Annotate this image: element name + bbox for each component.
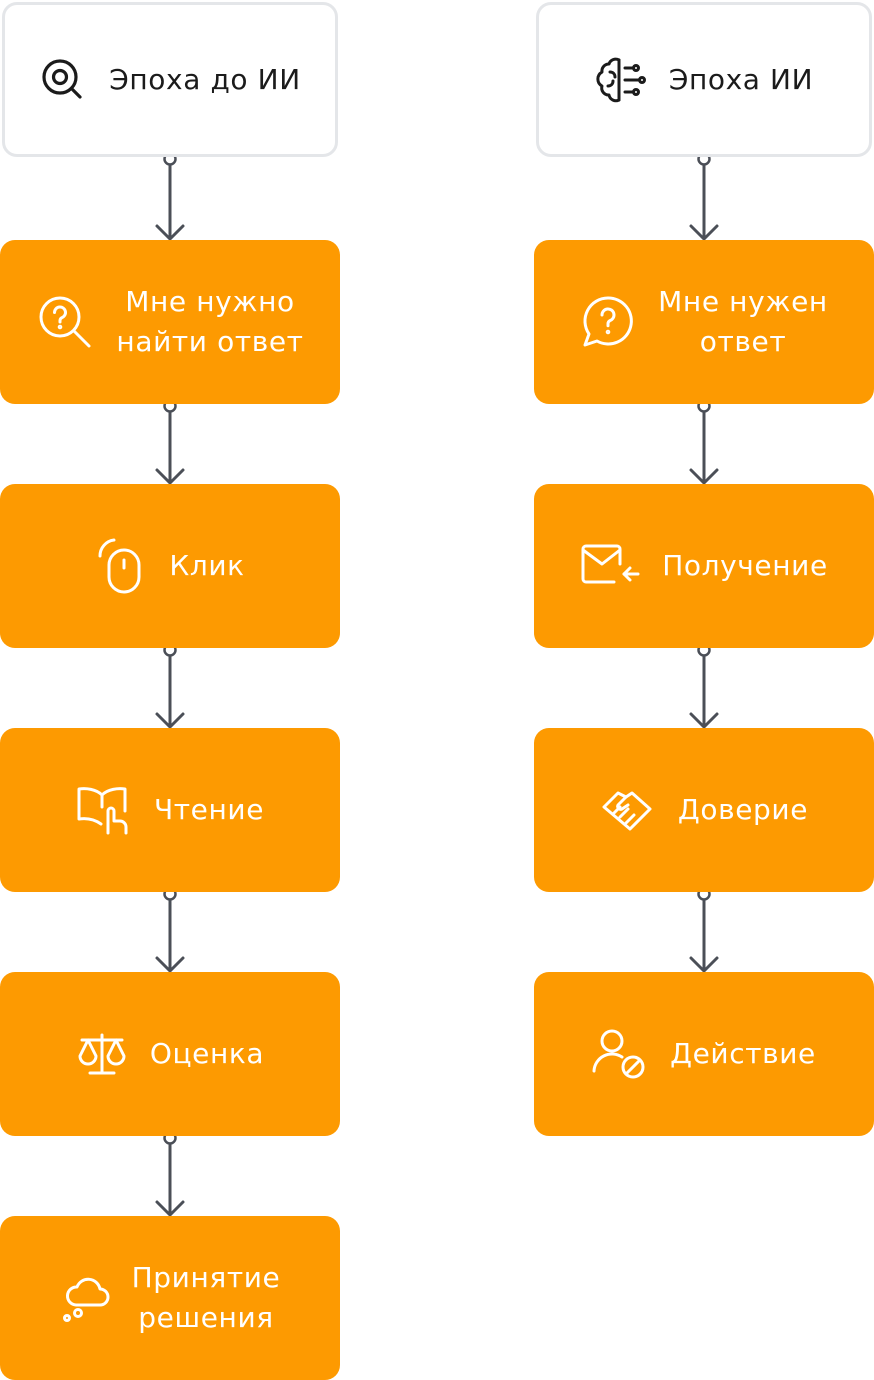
step-label: Действие — [670, 1037, 816, 1070]
step-label: Оценка — [149, 1037, 265, 1070]
book-reading-icon — [76, 783, 132, 837]
header-label: Эпоха ИИ — [668, 62, 814, 96]
header-label: Эпоха до ИИ — [109, 62, 301, 96]
step-label: Мне нужно найти ответ — [116, 285, 304, 358]
connector-arrow — [155, 887, 185, 973]
step-need-answer: Мне нужен ответ — [534, 240, 874, 404]
step-reading: Чтение — [0, 728, 340, 892]
connector-arrow — [155, 643, 185, 729]
step-decision-making: Принятие решения — [0, 1216, 340, 1380]
step-label: Чтение — [153, 793, 265, 826]
header-ai-era: Эпоха ИИ — [536, 2, 872, 157]
step-receiving: Получение — [534, 484, 874, 648]
step-label: Клик — [169, 549, 245, 582]
step-trust: Доверие — [534, 728, 874, 892]
user-action-icon — [592, 1027, 648, 1081]
step-action: Действие — [534, 972, 874, 1136]
thought-cloud-icon — [60, 1273, 110, 1323]
header-pre-ai-era: Эпоха до ИИ — [2, 2, 338, 157]
connector-arrow — [689, 887, 719, 973]
search-icon — [39, 56, 87, 104]
question-bubble-icon — [580, 294, 636, 350]
step-label: Доверие — [677, 793, 809, 826]
connector-arrow — [155, 399, 185, 485]
connector-arrow — [689, 643, 719, 729]
ai-brain-icon — [595, 54, 647, 106]
step-need-to-find-answer: Мне нужно найти ответ — [0, 240, 340, 404]
connector-arrow — [689, 152, 719, 241]
step-click: Клик — [0, 484, 340, 648]
search-question-icon — [36, 293, 94, 351]
step-label: Принятие решения — [131, 1261, 281, 1334]
mail-receive-icon — [580, 544, 640, 588]
step-label: Получение — [662, 549, 828, 582]
connector-arrow — [155, 152, 185, 241]
mouse-click-icon — [95, 536, 147, 596]
connector-arrow — [155, 1131, 185, 1217]
scales-icon — [76, 1031, 128, 1077]
step-label: Мне нужен ответ — [658, 285, 828, 358]
step-evaluation: Оценка — [0, 972, 340, 1136]
connector-arrow — [689, 399, 719, 485]
handshake-icon — [600, 785, 656, 835]
